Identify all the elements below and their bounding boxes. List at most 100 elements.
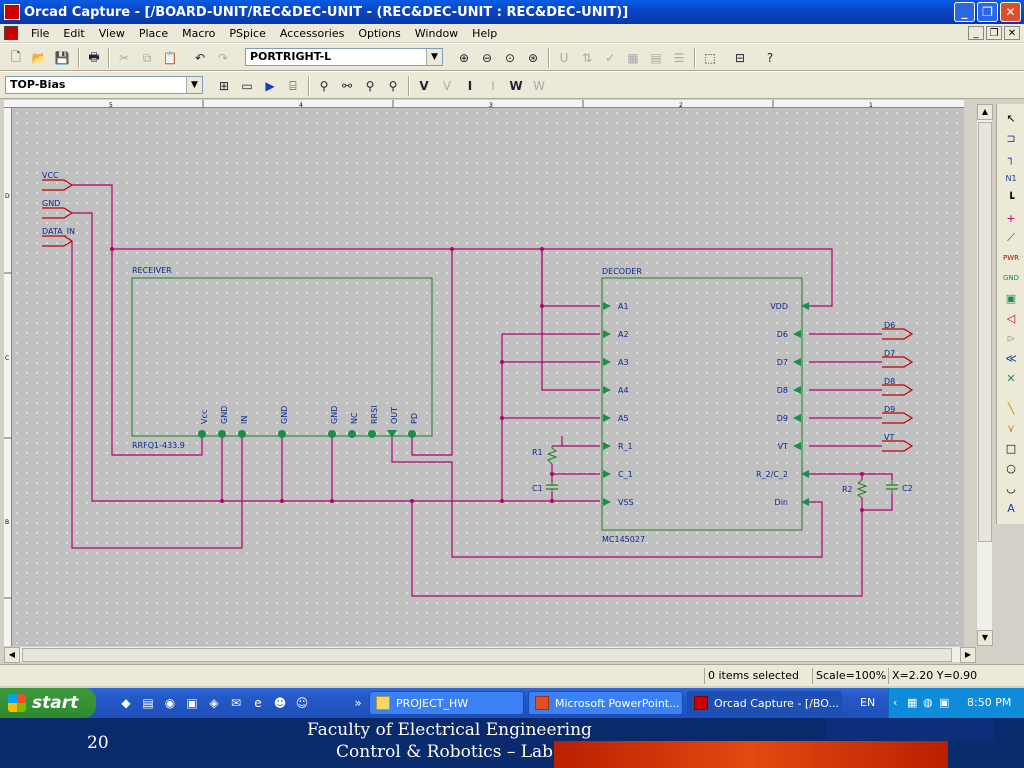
decoder-pin[interactable] [801,302,809,310]
quicklaunch-icon[interactable]: ▤ [142,696,154,710]
resistor-r2[interactable]: R2 [842,479,868,499]
decoder-part[interactable]: DECODER MC145027 [601,267,809,544]
decoder-pin[interactable] [603,386,611,394]
scroll-right-icon[interactable]: ▶ [960,647,976,663]
decoder-pin[interactable] [603,442,611,450]
zoom-all-icon[interactable]: ⊛ [527,51,539,65]
receiver-pin[interactable] [348,430,356,438]
doc-close-button[interactable]: ✕ [1004,26,1020,40]
menu-view[interactable]: View [98,26,125,40]
menu-place[interactable]: Place [138,26,169,40]
receiver-pin[interactable] [198,430,206,438]
receiver-pin[interactable] [368,430,376,438]
port-vcc[interactable]: VCC [42,171,74,191]
snap-grid-icon[interactable]: ⬚ [704,51,716,65]
menu-edit[interactable]: Edit [63,26,85,40]
tray-network-icon[interactable]: ◍ [923,696,933,709]
decoder-pin[interactable] [603,414,611,422]
place-off-page-icon[interactable]: ≪ [1005,351,1017,365]
port-d6[interactable] [882,328,914,340]
internet-explorer-icon[interactable]: e [254,696,262,710]
place-pin-icon[interactable]: ⊳ [1006,331,1016,345]
decoder-pin[interactable] [793,330,801,338]
copy-icon[interactable]: ⧉ [142,50,152,65]
quicklaunch-icon[interactable]: ✉ [230,696,242,710]
decoder-pin[interactable] [603,498,611,506]
undo-icon[interactable]: ↶ [194,51,206,65]
menu-window[interactable]: Window [414,26,459,40]
port-d9[interactable] [882,412,914,424]
receiver-part[interactable]: RECEIVER RRFQ1-433.9 Vcc GND IN [131,266,433,450]
run-icon[interactable]: ▶ [265,79,275,93]
zoom-area-icon[interactable]: ⊙ [504,51,516,65]
bias-current-selected-icon[interactable]: I [491,79,495,93]
place-wire-icon[interactable]: ┐ [1007,151,1015,165]
chevron-down-icon[interactable]: ▼ [186,77,202,93]
quicklaunch-icon[interactable]: ◈ [209,696,219,710]
new-simulation-icon[interactable]: ⊞ [218,79,230,93]
menu-options[interactable]: Options [358,26,401,40]
place-port-icon[interactable]: ◁ [1006,311,1016,325]
task-powerpoint[interactable]: Microsoft PowerPoint... [528,691,683,715]
project-manager-icon[interactable]: ⊟ [734,51,746,65]
place-ellipse-icon[interactable]: ○ [1006,461,1016,475]
probe-differential-icon[interactable]: ⚯ [341,79,353,93]
cross-reference-icon[interactable]: ▤ [650,51,662,65]
capacitor-c1[interactable]: C1 [532,482,558,493]
resistor-r1[interactable]: R1 [532,445,562,465]
probe-voltage-icon[interactable]: ⚲ [319,79,329,93]
port-d8[interactable] [882,384,914,396]
vertical-scrollbar[interactable]: ▲ ▼ [976,104,993,646]
horizontal-scroll-thumb[interactable] [22,648,952,662]
place-ground-icon[interactable]: GND [1002,274,1020,282]
menu-accessories[interactable]: Accessories [279,26,345,40]
clock[interactable]: 8:50 PM [967,696,1012,709]
capacitor-c2[interactable]: C2 [886,480,913,494]
quicklaunch-overflow-icon[interactable]: » [354,696,362,710]
receiver-pin[interactable] [328,430,336,438]
minimize-button[interactable]: _ [954,2,975,22]
scroll-up-icon[interactable]: ▲ [977,104,993,120]
decoder-pin[interactable] [801,498,809,506]
decoder-pin[interactable] [793,386,801,394]
probe-current-icon[interactable]: ⚲ [365,79,375,93]
decoder-pin[interactable] [603,330,611,338]
scroll-down-icon[interactable]: ▼ [977,630,993,646]
bias-power-icon[interactable]: W [509,79,523,93]
task-orcad[interactable]: Orcad Capture - [/BO... [687,691,842,715]
horizontal-scrollbar[interactable]: ◀ ▶ [4,646,976,663]
place-no-connect-icon[interactable]: ✕ [1006,371,1016,385]
place-junction-icon[interactable]: + [1006,211,1016,225]
bias-power-selected-icon[interactable]: W [533,79,545,93]
port-gnd[interactable]: GND [42,199,74,219]
start-button[interactable]: start [0,688,96,718]
decoder-pin[interactable] [793,414,801,422]
probe-power-icon[interactable]: ⚲ [388,79,398,93]
vertical-scroll-thumb[interactable] [978,122,992,542]
orcad-app-icon[interactable] [4,4,20,20]
decoder-pin[interactable] [603,470,611,478]
print-icon[interactable]: 🖶 [88,49,100,64]
netlist-icon[interactable]: ▦ [627,51,639,65]
drc-icon[interactable]: ✓ [604,51,616,65]
receiver-pin[interactable] [218,430,226,438]
open-icon[interactable]: 📂 [31,51,47,65]
decoder-pin[interactable] [603,358,611,366]
language-indicator[interactable]: EN [860,696,876,709]
menu-macro[interactable]: Macro [182,26,216,40]
place-polyline-icon[interactable]: ⋎ [1006,421,1016,435]
doc-minimize-button[interactable]: _ [968,26,984,40]
scroll-left-icon[interactable]: ◀ [4,647,20,663]
port-d7[interactable] [882,356,914,368]
schematic-canvas[interactable]: VCC GND DATA_IN RECEIVER RRFQ1-433.9 [12,108,964,646]
receiver-pin[interactable] [387,430,397,438]
zoom-in-icon[interactable]: ⊕ [458,51,470,65]
save-icon[interactable]: 💾 [54,51,70,65]
redo-icon[interactable]: ↷ [217,51,229,65]
place-bus-entry-icon[interactable]: ⟋ [1007,231,1015,244]
edit-simulation-icon[interactable]: ▭ [241,79,253,93]
task-project-hw[interactable]: PROJECT_HW [369,691,524,715]
annotate-icon[interactable]: U [559,51,569,65]
menu-pspice[interactable]: PSpice [229,26,266,40]
place-hierarchical-block-icon[interactable]: ▣ [1005,291,1017,305]
